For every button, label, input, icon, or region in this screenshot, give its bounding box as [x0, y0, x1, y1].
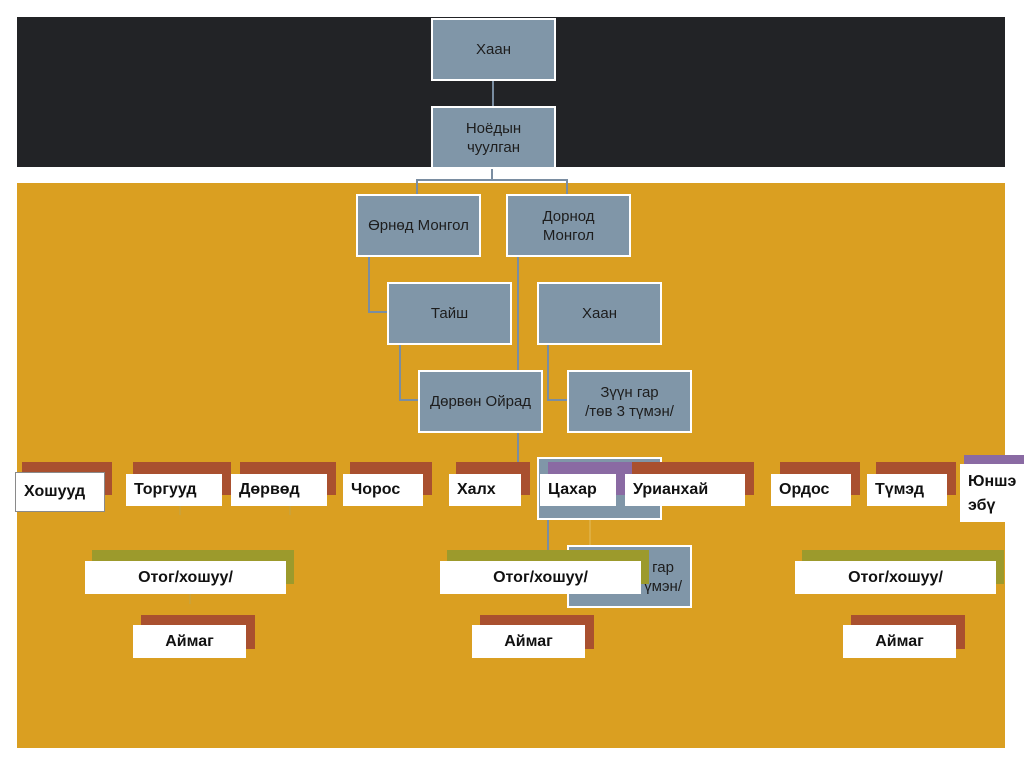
- node-ornod-mongol: Өрнөд Монгол: [356, 194, 481, 257]
- tribe-ordos: Ордос: [771, 474, 851, 506]
- tribe-khoshuud: Хошууд: [15, 472, 105, 512]
- otog-box-left: Отог/хошуу/: [85, 561, 286, 594]
- aimag-box-center: Аймаг: [472, 625, 585, 658]
- tribe-tsakhar: Цахар: [540, 474, 616, 506]
- node-baruun-gar-label: гар үмэн/: [644, 558, 682, 595]
- tribe-khalkh: Халх: [449, 474, 521, 506]
- tribe-choros: Чорос: [343, 474, 423, 506]
- node-zuun-gar: Зүүн гар /төв 3 түмэн/: [567, 370, 692, 433]
- node-khaan-east: Хаан: [537, 282, 662, 345]
- node-noyod-chuulgan: Ноёдын чуулган: [431, 106, 556, 169]
- otog-box-right: Отог/хошуу/: [795, 561, 996, 594]
- node-khaan-top: Хаан: [431, 18, 556, 81]
- tribe-torguud: Торгууд: [126, 474, 222, 506]
- tribe-dorvod: Дөрвөд: [231, 474, 327, 506]
- aimag-box-right: Аймаг: [843, 625, 956, 658]
- aimag-box-left: Аймаг: [133, 625, 246, 658]
- node-dornod-mongol: Дорнод Монгол: [506, 194, 631, 257]
- node-dorvon-oirad: Дөрвөн Ойрад: [418, 370, 543, 433]
- tribe-tumed: Түмэд: [867, 474, 947, 506]
- tribe-yunsheebu: Юншэ эбү: [960, 464, 1024, 522]
- node-taish: Тайш: [387, 282, 512, 345]
- tribe-uriankhai: Урианхай: [625, 474, 745, 506]
- otog-box-center: Отог/хошуу/: [440, 561, 641, 594]
